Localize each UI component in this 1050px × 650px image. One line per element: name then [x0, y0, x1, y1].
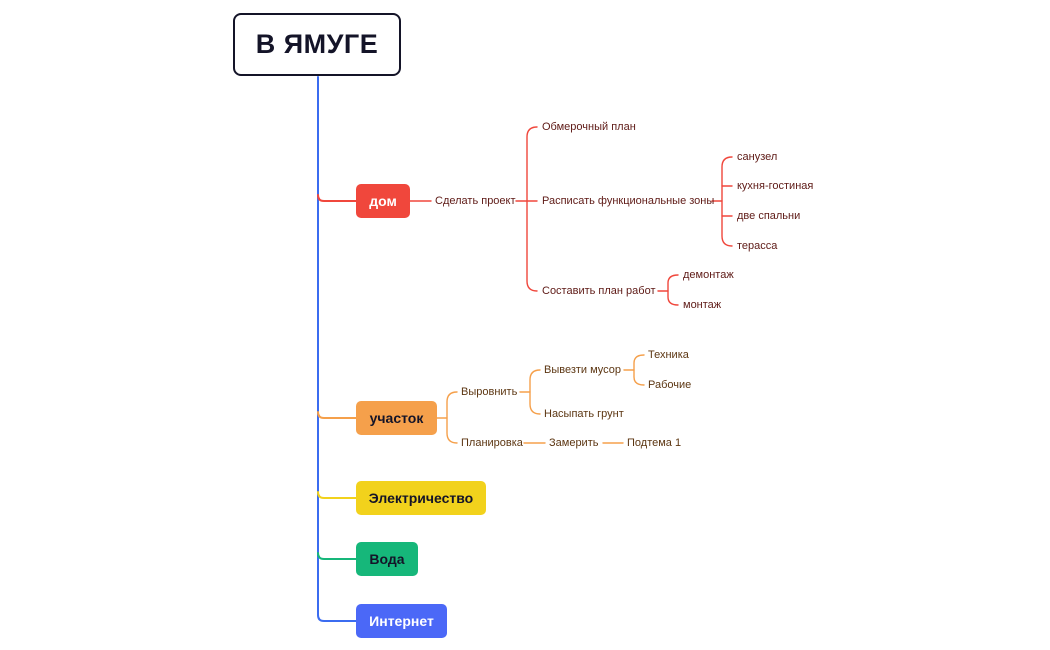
connector-voda: [317, 552, 357, 560]
bracket-uchastok: [446, 391, 458, 444]
connector-dom: [317, 194, 357, 202]
topic-vyvezti-musor[interactable]: Вывезти мусор: [544, 364, 622, 376]
topic-tekhnika[interactable]: Техника: [648, 349, 689, 361]
branch-dom[interactable]: дом: [356, 184, 410, 218]
topic-rabochie[interactable]: Рабочие: [648, 379, 692, 391]
branch-internet[interactable]: Интернет: [356, 604, 447, 638]
topic-raspisat-zony[interactable]: Расписать функциональные зоны: [542, 195, 715, 207]
topic-obmerochnyi-plan[interactable]: Обмерочный план: [542, 121, 636, 133]
root-node[interactable]: В ЯМУГЕ: [233, 13, 401, 76]
topic-zona-sanuzel[interactable]: санузел: [737, 151, 778, 163]
connector-uchastok: [317, 411, 357, 419]
connector-elektrichestvo: [317, 491, 357, 499]
trunk-line: [317, 76, 357, 622]
topic-montazh[interactable]: монтаж: [683, 299, 722, 311]
bracket-proekt: [526, 126, 538, 292]
topic-zona-spalni[interactable]: две спальни: [737, 210, 801, 222]
topic-plan-rabot[interactable]: Составить план работ: [542, 285, 656, 297]
branch-voda[interactable]: Вода: [356, 542, 418, 576]
branch-elektrichestvo[interactable]: Электричество: [356, 481, 486, 515]
topic-zona-kukhnya[interactable]: кухня-гостиная: [737, 180, 814, 192]
branch-uchastok[interactable]: участок: [356, 401, 437, 435]
topic-zona-terassa[interactable]: терасса: [737, 240, 778, 252]
bracket-zony: [721, 156, 733, 247]
bracket-musor: [633, 354, 645, 386]
topic-vyrovnit[interactable]: Выровнить: [461, 386, 518, 398]
bracket-raboty: [667, 274, 679, 306]
topic-sdelat-proekt[interactable]: Сделать проект: [435, 195, 516, 207]
topic-zamerit[interactable]: Замерить: [549, 437, 599, 449]
topic-planirovka[interactable]: Планировка: [461, 437, 523, 449]
bracket-vyrovnit: [529, 369, 541, 415]
topic-podtema-1[interactable]: Подтема 1: [627, 437, 682, 449]
topic-nasypat-grunt[interactable]: Насыпать грунт: [544, 408, 624, 420]
topic-demontazh[interactable]: демонтаж: [683, 269, 734, 281]
